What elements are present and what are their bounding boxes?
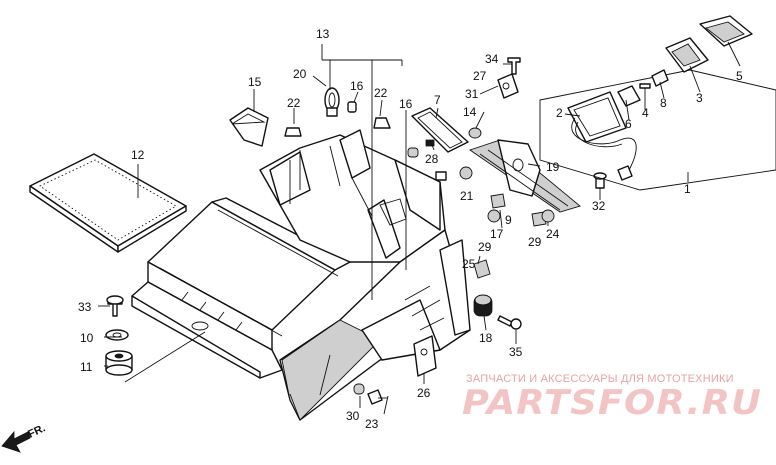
callout-34: 34: [485, 52, 499, 66]
part-12-mat: [29, 153, 187, 253]
watermark-logo: PARTSFOR.RU: [462, 383, 762, 423]
callout-11: 11: [80, 360, 93, 374]
callout-25: 25: [462, 257, 476, 271]
callout-3: 3: [696, 91, 703, 105]
callout-29-a: 29: [478, 240, 492, 254]
callout-29-b: 29: [528, 235, 542, 249]
callout-33: 33: [78, 300, 92, 314]
part-7-reflector-plate: [407, 107, 469, 181]
callout-2: 2: [556, 106, 563, 120]
callout-26: 26: [417, 386, 431, 400]
front-direction-arrow: FR.: [1, 422, 47, 453]
watermark-tagline: ЗАПЧАСТИ И АКСЕССУАРЫ ДЛЯ МОТОТЕХНИКИ: [466, 373, 734, 385]
callout-8: 8: [660, 96, 667, 110]
part-19-bracket: [469, 139, 581, 213]
callout-6: 6: [625, 117, 632, 131]
callout-22-b: 22: [374, 86, 388, 100]
part-15-bracket: [229, 107, 269, 147]
callout-7: 7: [434, 93, 441, 107]
callout-15: 15: [248, 75, 262, 89]
leader-lines: [98, 41, 741, 415]
callout-4: 4: [642, 106, 649, 120]
callout-28: 28: [425, 152, 439, 166]
rear-fender-body: [131, 129, 471, 421]
callout-13: 13: [316, 27, 330, 41]
callout-21: 21: [460, 189, 474, 203]
callout-1: 1: [684, 182, 691, 196]
watermark: ЗАПЧАСТИ И АКСЕССУАРЫ ДЛЯ МОТОТЕХНИКИ PA…: [462, 373, 762, 423]
callout-numbers: 1 2 3 4 5 6 7 8 9 10 11 12 13 14 15 16 1…: [78, 27, 743, 431]
callout-35: 35: [509, 345, 523, 359]
callout-10: 10: [80, 331, 94, 345]
callout-22-a: 22: [287, 96, 301, 110]
direction-label: FR.: [26, 422, 47, 440]
fasteners-group: [459, 57, 607, 227]
callout-9: 9: [505, 213, 512, 227]
callout-20: 20: [293, 67, 307, 81]
part-22-clips: [284, 117, 391, 137]
callout-16-b: 16: [399, 97, 413, 111]
lower-fasteners: [353, 259, 522, 405]
callout-19: 19: [546, 160, 560, 174]
callout-18: 18: [479, 331, 493, 345]
taillight-assembly: [539, 15, 776, 191]
part-20-clamp: [324, 87, 357, 117]
callout-16-a: 16: [350, 79, 364, 93]
callout-23: 23: [365, 417, 379, 431]
callout-24: 24: [546, 227, 560, 241]
callout-30: 30: [346, 409, 360, 423]
callout-32: 32: [592, 199, 606, 213]
callout-31: 31: [465, 87, 479, 101]
callout-14: 14: [463, 105, 477, 119]
left-stack-parts: [105, 295, 133, 376]
callout-17: 17: [490, 227, 504, 241]
callout-27: 27: [473, 69, 487, 83]
callout-5: 5: [736, 69, 743, 83]
callout-12: 12: [131, 148, 145, 162]
